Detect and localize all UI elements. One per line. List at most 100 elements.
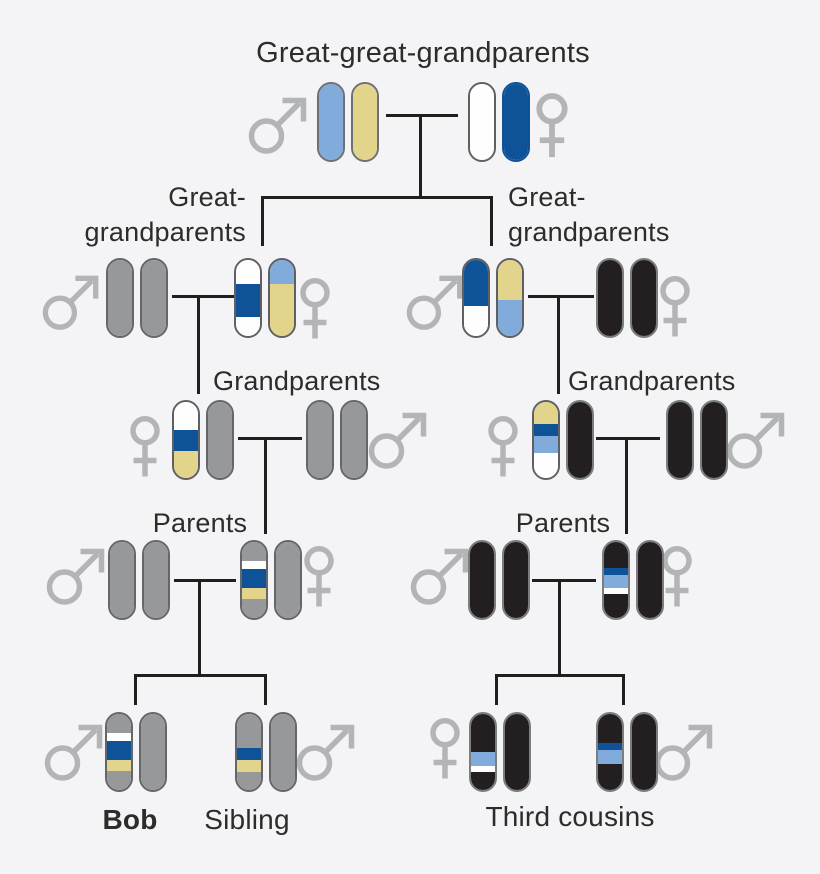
chromosome-segment-yellow [237, 760, 261, 772]
descent-stem-ggp-right [557, 295, 560, 394]
chromosome-segment-darkblue [237, 748, 261, 761]
descent-stem-gen1 [419, 114, 422, 199]
female-symbol-icon [660, 546, 694, 610]
chromosome-bob-2 [139, 712, 167, 792]
chromosome-segment-gray [242, 542, 266, 561]
union-line-ggp-right [528, 295, 594, 298]
chromosome-great-grandmother-left-2 [268, 258, 296, 338]
descent-stem-parents-right [558, 579, 561, 676]
chromosome-segment-black [604, 542, 628, 568]
drop-cousin-female [495, 674, 498, 705]
chromosome-segment-black [598, 764, 622, 790]
chromosome-segment-gray [107, 714, 131, 733]
chromosome-grandmother-left-1 [172, 400, 200, 480]
person-label-sibling: Sibling [204, 804, 290, 835]
chromosome-segment-darkblue [504, 84, 528, 160]
chromosome-segment-yellow [174, 451, 198, 478]
chromosome-segment-darkblue [242, 569, 266, 589]
chromosome-father-right-2 [502, 540, 530, 620]
chromosome-segment-lightblue [604, 575, 628, 589]
chromosome-segment-yellow [353, 84, 377, 160]
male-symbol-icon [726, 412, 788, 470]
union-line-gp-left [238, 437, 302, 440]
chromosome-segment-darkblue [464, 260, 488, 307]
chromosome-segment-black [470, 542, 494, 618]
chromosome-mother-left-1 [240, 540, 268, 620]
generation-title-parents-left: Parents [152, 508, 248, 538]
chromosome-segment-white [236, 317, 260, 336]
chromosome-segment-lightblue [598, 749, 622, 765]
chromosome-third-cousin-male-1 [596, 712, 624, 792]
union-line-parents-right [532, 579, 596, 582]
male-symbol-icon [42, 274, 102, 332]
female-symbol-icon [302, 546, 336, 610]
chromosome-segment-darkblue [107, 740, 131, 760]
chromosome-segment-black [504, 542, 528, 618]
chromosome-third-cousin-female-2 [503, 712, 531, 792]
chromosome-segment-white [534, 452, 558, 478]
chromosome-mother-right-2 [636, 540, 664, 620]
sibling-bar-right [495, 674, 625, 677]
chromosome-segment-black [604, 593, 628, 618]
chromosome-third-cousin-female-1 [469, 712, 497, 792]
chromosome-segment-black [598, 714, 622, 743]
chromosome-segment-black [632, 714, 656, 790]
chromosome-great-great-grandfather-1 [317, 82, 345, 162]
chromosome-segment-white [470, 84, 494, 160]
male-symbol-icon [296, 724, 358, 782]
union-line-gp-right [596, 437, 660, 440]
female-symbol-icon [428, 718, 462, 782]
chromosome-grandfather-right-2 [700, 400, 728, 480]
chromosome-great-grandfather-left-1 [106, 258, 134, 338]
chromosome-third-cousin-male-2 [630, 712, 658, 792]
title-line-2: grandparents [508, 217, 670, 247]
chromosome-segment-yellow [534, 402, 558, 425]
chromosome-segment-black [471, 771, 495, 790]
chromosome-segment-white [471, 765, 495, 772]
chromosome-segment-yellow [242, 588, 266, 599]
chromosome-segment-black [598, 260, 622, 336]
union-line-gen1 [386, 114, 458, 117]
sibling-bar-gen1 [261, 196, 493, 199]
female-symbol-icon [298, 278, 332, 342]
drop-sibling [264, 674, 267, 705]
union-line-parents-left [174, 579, 236, 582]
chromosome-segment-white [236, 260, 260, 284]
chromosome-segment-black [568, 402, 592, 478]
drop-ggp-left [261, 196, 264, 246]
union-line-ggp-left [172, 295, 236, 298]
chromosome-great-grandmother-right-1 [596, 258, 624, 338]
chromosome-father-left-2 [142, 540, 170, 620]
drop-bob [134, 674, 137, 705]
chromosome-segment-gray [208, 402, 232, 478]
chromosome-segment-black [632, 260, 656, 336]
sibling-bar-left [134, 674, 267, 677]
descent-stem-gp-left [264, 437, 267, 534]
chromosome-bob-1 [105, 712, 133, 792]
generation-title-great-grandparents-right: Great- grandparents [508, 180, 718, 250]
chromosome-grandfather-right-1 [666, 400, 694, 480]
drop-cousin-male [622, 674, 625, 705]
person-label-bob: Bob [102, 804, 158, 835]
male-symbol-icon [406, 274, 466, 332]
chromosome-segment-gray [276, 542, 300, 618]
chromosome-segment-black [471, 714, 495, 752]
chromosome-grandmother-right-1 [532, 400, 560, 480]
chromosome-segment-yellow [498, 260, 522, 300]
female-symbol-icon [658, 276, 692, 340]
chromosome-sibling-1 [235, 712, 263, 792]
chromosome-segment-white [604, 588, 628, 594]
chromosome-segment-darkblue [598, 742, 622, 750]
chromosome-great-great-grandmother-1 [468, 82, 496, 162]
generation-title-parents-right: Parents [515, 508, 611, 538]
female-symbol-icon [486, 416, 520, 480]
chromosome-great-grandmother-right-2 [630, 258, 658, 338]
chromosome-father-right-1 [468, 540, 496, 620]
female-symbol-icon [534, 93, 570, 161]
chromosome-segment-darkblue [174, 430, 198, 452]
chromosome-segment-black [702, 402, 726, 478]
chromosome-segment-lightblue [270, 260, 294, 285]
chromosome-great-great-grandmother-2 [502, 82, 530, 162]
chromosome-segment-yellow [270, 284, 294, 336]
